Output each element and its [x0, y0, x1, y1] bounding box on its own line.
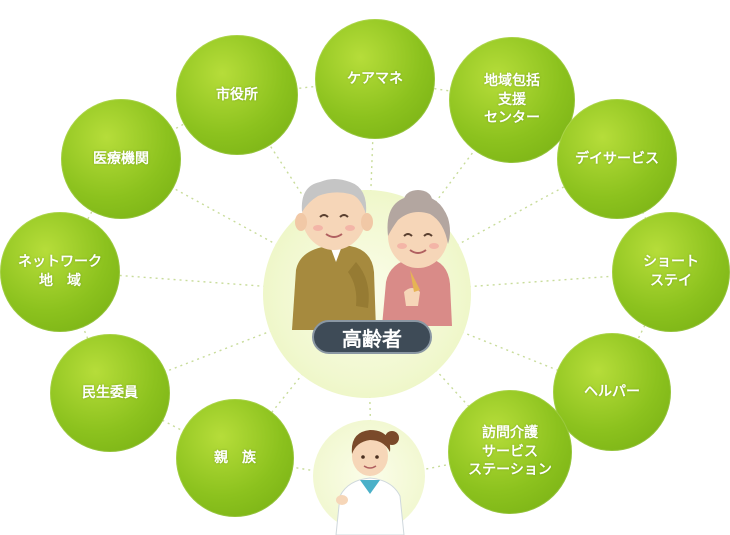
node-network: ネットワーク 地 域	[0, 212, 120, 332]
node-houmon: 訪問介護 サービス ステーション	[448, 390, 572, 514]
node-helper: ヘルパー	[553, 333, 671, 451]
node-shiyakusho: 市役所	[176, 35, 298, 155]
node-caremane: ケアマネ	[315, 19, 435, 139]
node-day-service: デイサービス	[557, 99, 677, 219]
node-chiiki-center: 地域包括 支援 センター	[449, 37, 575, 163]
node-iryo: 医療機関	[61, 99, 181, 219]
node-shinzoku: 親 族	[176, 399, 294, 517]
node-short-stay: ショート ステイ	[612, 212, 730, 332]
center-label: 高齢者	[312, 320, 432, 354]
node-minsei: 民生委員	[50, 334, 170, 452]
